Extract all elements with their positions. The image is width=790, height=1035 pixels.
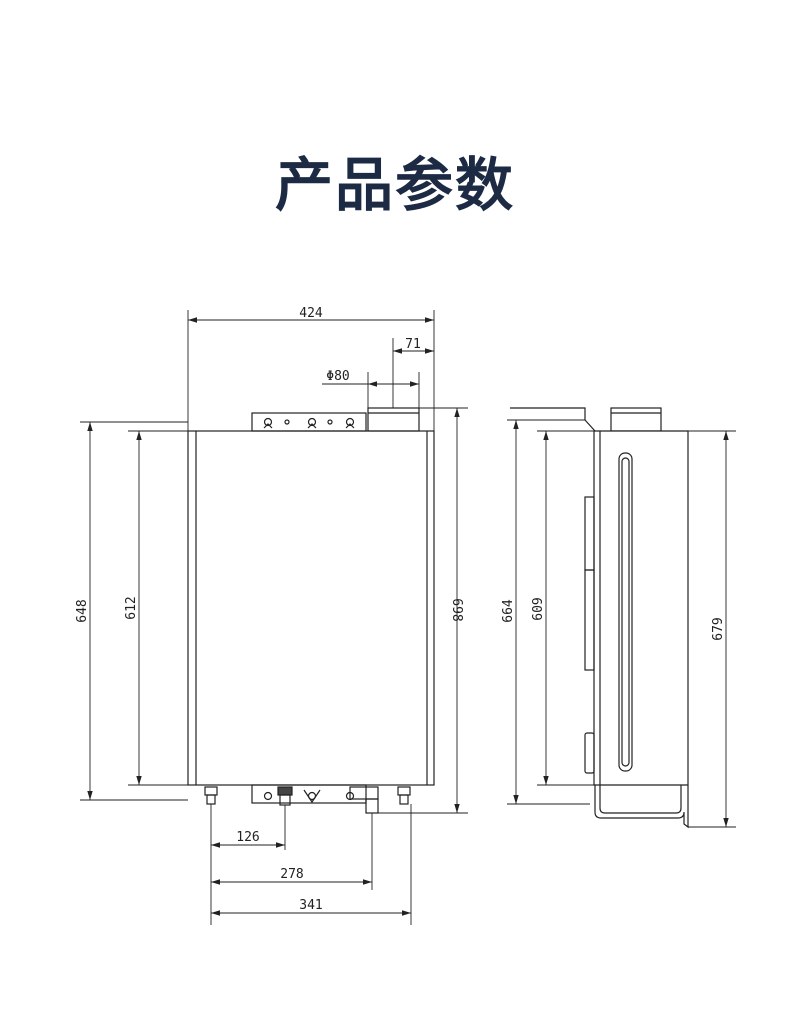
label-698: 698 <box>449 598 464 621</box>
label-612: 612 <box>124 596 139 619</box>
label-648: 648 <box>75 599 90 622</box>
top-mounting-bracket <box>251 412 367 432</box>
label-424: 424 <box>299 306 323 321</box>
front-body <box>187 430 435 786</box>
side-front-window <box>618 452 633 772</box>
page-title: 产品参数 <box>274 151 515 219</box>
label-664: 664 <box>501 599 516 623</box>
label-71: 71 <box>405 337 421 352</box>
pipe-fittings <box>204 786 411 814</box>
side-dimension-labels: 664 609 679 <box>501 597 726 640</box>
label-609: 609 <box>531 597 546 620</box>
front-view <box>187 407 435 814</box>
label-278: 278 <box>280 867 303 882</box>
front-dimension-labels: 424 71 Φ80 648 612 698 126 278 341 <box>75 306 464 913</box>
side-bottom-tray <box>594 785 689 829</box>
label-341: 341 <box>299 898 322 913</box>
side-rear-fins-bottom <box>584 569 595 671</box>
front-dimensions <box>80 310 468 925</box>
side-flue <box>610 407 662 432</box>
flue-collar <box>367 407 420 432</box>
side-rear-fins-top <box>584 496 595 571</box>
label-679: 679 <box>711 617 726 640</box>
side-rear-pad <box>584 732 595 774</box>
bottom-mounting-bracket <box>251 784 367 804</box>
side-dimensions <box>507 419 736 828</box>
side-view <box>510 407 689 829</box>
side-body <box>593 430 689 786</box>
side-wall-bracket <box>510 407 586 420</box>
label-phi80: Φ80 <box>326 369 349 384</box>
label-126: 126 <box>236 830 259 845</box>
